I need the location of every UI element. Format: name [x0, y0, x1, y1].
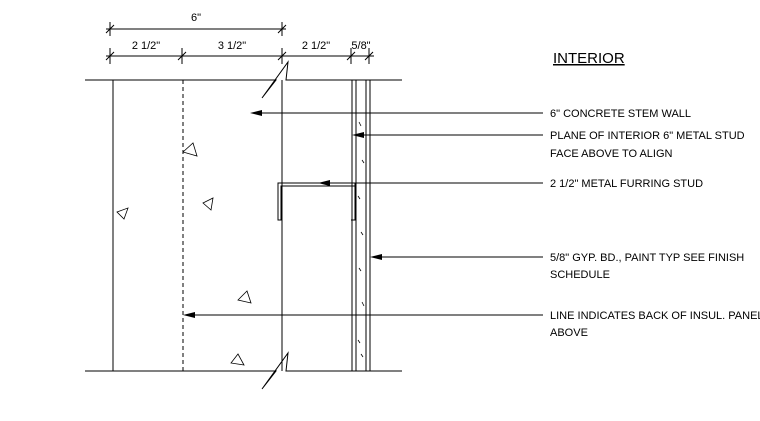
gyp-board-assembly	[351, 80, 371, 371]
callout-notes: 6" CONCRETE STEM WALL PLANE OF INTERIOR …	[550, 108, 760, 339]
callout-insul-panel-line-1: LINE INDICATES BACK OF INSUL. PANEL	[550, 310, 760, 322]
callout-furring-stud: 2 1/2" METAL FURRING STUD	[550, 178, 703, 190]
dim-segment-2: 3 1/2"	[218, 40, 246, 52]
page-title: INTERIOR	[553, 50, 625, 67]
callout-interior-stud-plane-line-1: PLANE OF INTERIOR 6" METAL STUD	[550, 130, 745, 142]
dim-segment-4: 5/8"	[351, 40, 370, 52]
gyp-board-hatch	[357, 121, 365, 358]
callout-leaders	[183, 110, 543, 318]
dim-segment-1: 2 1/2"	[132, 40, 160, 52]
metal-furring-stud	[277, 182, 355, 221]
concrete-stem-wall	[85, 60, 402, 390]
callout-interior-stud-plane-line-2: FACE ABOVE TO ALIGN	[550, 148, 673, 160]
callout-concrete-stem-wall: 6" CONCRETE STEM WALL	[550, 108, 691, 120]
callout-insul-panel-line-2: ABOVE	[550, 327, 588, 339]
callout-gyp-board-line-1: 5/8" GYP. BD., PAINT TYP SEE FINISH	[550, 252, 744, 264]
dim-segment-3: 2 1/2"	[302, 40, 330, 52]
dimension-string: 6" 2 1/2" 3 1/2" 2 1/2" 5/8"	[105, 12, 374, 64]
dim-overall: 6"	[191, 12, 201, 24]
callout-gyp-board-line-2: SCHEDULE	[550, 269, 610, 281]
